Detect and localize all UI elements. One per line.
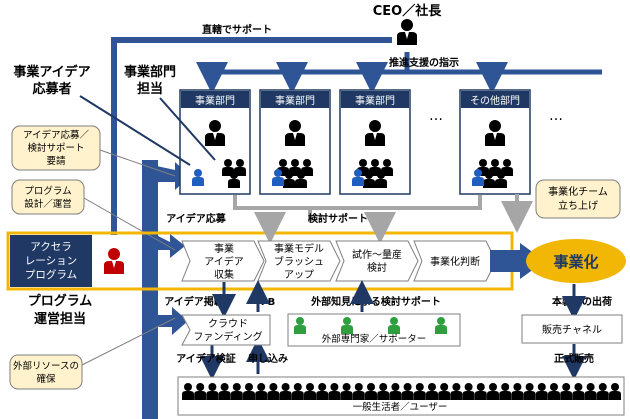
dept-owner-label-line1: 事業部門 xyxy=(124,64,176,80)
external-support-label: 外部知見による検討サポート xyxy=(310,295,441,308)
sales-channel-box xyxy=(521,314,623,344)
applicant-label-line2: 応募者 xyxy=(32,81,71,97)
accelerator-arrow-bottom xyxy=(158,307,188,335)
callout-team-launch xyxy=(535,179,621,219)
step-2-line2: ブラッシュ xyxy=(274,255,324,268)
step-1-line2: アイデア xyxy=(204,255,244,268)
applicant-label-line1: 事業アイデア xyxy=(13,64,90,80)
direct-support-label: 直轄でサポート xyxy=(202,23,272,36)
step-1-line3: 収集 xyxy=(214,268,234,281)
business-launch-ellipse xyxy=(526,239,626,283)
official-sales-label: 正式販売 xyxy=(554,352,594,365)
users-label: 一般生活者／ユーザー xyxy=(353,401,448,413)
crowdfunding-box xyxy=(181,314,271,346)
accelerator-line3: プログラム xyxy=(25,268,77,281)
callout-idea-request-line1: アイデア応募／ xyxy=(23,129,90,141)
accelerator-line1: アクセラ xyxy=(30,241,71,253)
accelerator-box xyxy=(10,235,92,287)
callout-program-design xyxy=(11,179,176,251)
review-support-arrows xyxy=(233,195,482,244)
program-manager-line1: プログラム xyxy=(28,293,93,309)
process-chevrons xyxy=(181,240,497,282)
dept-owner-pointer xyxy=(159,97,216,161)
callout-external-resources-line2: 確保 xyxy=(36,373,56,385)
callout-program-design-line1: プログラム xyxy=(24,185,71,197)
dept-down-arrows xyxy=(196,62,508,94)
business-launch-label: 事業化 xyxy=(553,253,598,271)
accelerator-line2: レーション xyxy=(25,255,77,267)
ceo-label: CEO／社長 xyxy=(373,3,442,19)
step-1-line1: 事業 xyxy=(214,242,234,255)
program-manager-line2: 運営担当 xyxy=(34,311,86,327)
promote-support-label: 推進支援の指示 xyxy=(389,56,459,69)
sales-channel-label: 販売チャネル xyxy=(542,323,602,336)
idea-application-label: アイデア応募 xyxy=(166,212,226,225)
department-3-label: 事業部門 xyxy=(355,94,395,107)
department-4-label: その他部門 xyxy=(470,94,520,107)
callout-external-resources-line1: 外部リソースの xyxy=(13,360,79,372)
step-3-line1: 試作～量産 xyxy=(352,248,402,261)
row-connector-arrows xyxy=(200,280,586,380)
applicant-pointer xyxy=(79,95,191,166)
idea-posting-label: アイデア掲載 xyxy=(164,295,224,308)
ceo-icon xyxy=(397,19,417,45)
departments-ellipsis: … xyxy=(429,108,443,124)
application-label: 申し込み xyxy=(248,352,288,365)
callout-external-resources xyxy=(9,317,176,390)
callout-idea-request-line3: 要請 xyxy=(46,155,66,167)
crowdfunding-line2: ファンディング xyxy=(193,330,262,343)
callout-program-design-line2: 設計／運営 xyxy=(24,198,72,210)
team-launch-line2: 立ち上げ xyxy=(558,199,598,212)
step-4-line1: 事業化判断 xyxy=(430,255,480,268)
crowdfunding-line1: クラウド xyxy=(208,318,248,330)
product-release-label: 本製品の出荷 xyxy=(552,295,612,308)
idea-validation-label: アイデア検証 xyxy=(176,352,236,365)
experts-box xyxy=(287,313,461,347)
step-3-line2: 検討 xyxy=(367,261,387,274)
review-support-label: 検討サポート xyxy=(308,212,368,225)
fb-label: FB xyxy=(261,297,275,308)
team-launch-line1: 事業化チーム xyxy=(548,185,608,198)
callout-idea-request-line2: 検討サポート xyxy=(27,142,84,154)
direct-support-line xyxy=(111,37,392,235)
dept-owner-label-line2: 担当 xyxy=(137,81,163,97)
departments-ellipsis-2: … xyxy=(549,108,563,124)
accelerator-arrow-main xyxy=(150,232,185,258)
department-2-label: 事業部門 xyxy=(275,94,315,107)
step-2-line3: アップ xyxy=(284,269,314,281)
program-manager-icon xyxy=(100,246,128,284)
experts-label: 外部専門家／サポーター xyxy=(322,333,427,345)
callout-idea-request xyxy=(11,125,176,177)
step-2-line1: 事業モデル xyxy=(274,242,324,255)
department-1-label: 事業部門 xyxy=(195,94,235,107)
